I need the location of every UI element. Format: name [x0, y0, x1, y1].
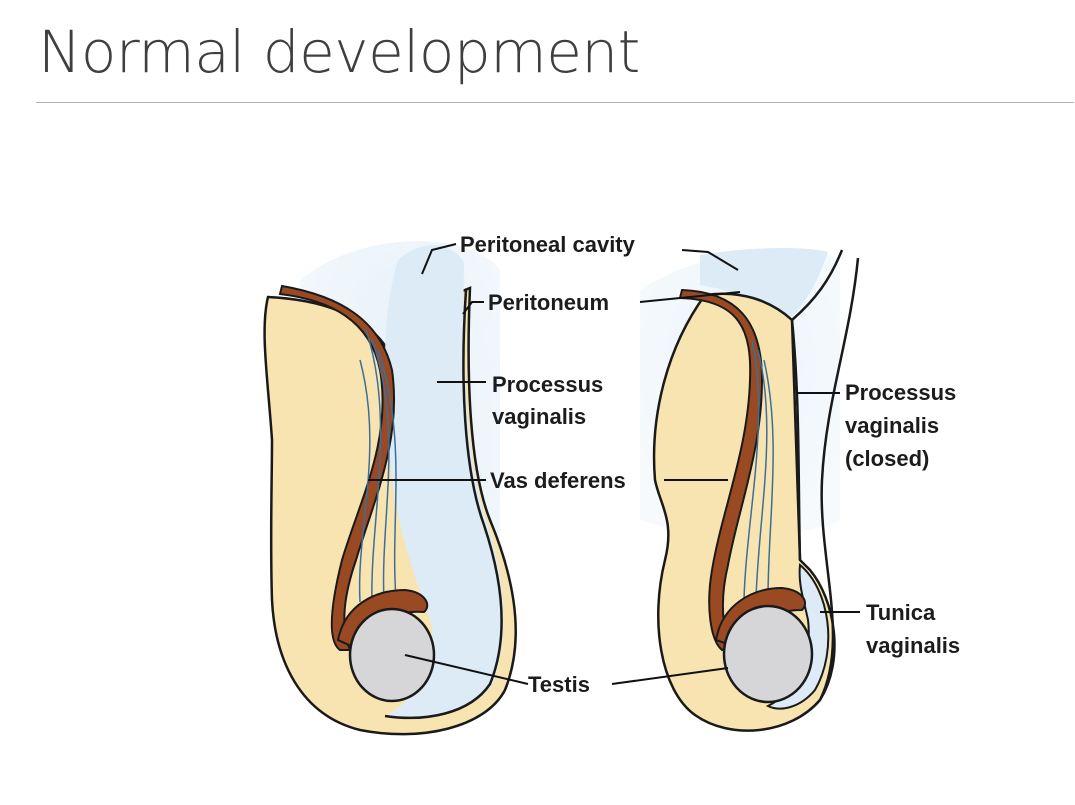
label-processus-left-line1: Processus	[492, 372, 603, 397]
label-peritoneum: Peritoneum	[488, 290, 609, 315]
label-processus-left-line2: vaginalis	[492, 404, 586, 429]
leader-peritoneal-cavity-left	[421, 243, 457, 275]
label-tunica-line2: vaginalis	[866, 633, 960, 658]
left-vessels	[358, 329, 397, 603]
right-processus-closed	[790, 319, 802, 561]
label-peritoneal-cavity: Peritoneal cavity	[460, 232, 636, 257]
right-vessels	[743, 339, 774, 601]
label-vas-deferens: Vas deferens	[490, 468, 626, 493]
right-outer-wall-2	[818, 257, 860, 701]
label-tunica-line1: Tunica	[866, 600, 936, 625]
left-figure	[263, 241, 517, 736]
title-divider	[36, 102, 1074, 103]
right-tunica-vaginalis	[765, 563, 830, 710]
label-testis: Testis	[528, 672, 590, 697]
left-processus-vaginalis	[384, 245, 504, 719]
right-figure	[640, 248, 860, 732]
leader-lines	[368, 243, 860, 685]
labels: Peritoneal cavity Peritoneum Processus v…	[460, 232, 960, 697]
label-processus-right-line1: Processus	[845, 380, 956, 405]
leader-testis-left	[404, 654, 529, 685]
right-outer-wall	[791, 249, 844, 321]
leader-peritoneal-cavity-right	[681, 249, 739, 271]
leader-peritoneum-left	[462, 301, 484, 315]
leader-peritoneum-right	[639, 291, 741, 303]
label-processus-right-line3: (closed)	[845, 446, 929, 471]
leader-testis-right	[611, 667, 729, 685]
slide-title: Normal development	[38, 18, 640, 86]
right-testis	[722, 604, 814, 704]
label-processus-right-line2: vaginalis	[845, 413, 939, 438]
left-testis	[348, 607, 436, 703]
left-peritoneum-line	[384, 289, 503, 720]
